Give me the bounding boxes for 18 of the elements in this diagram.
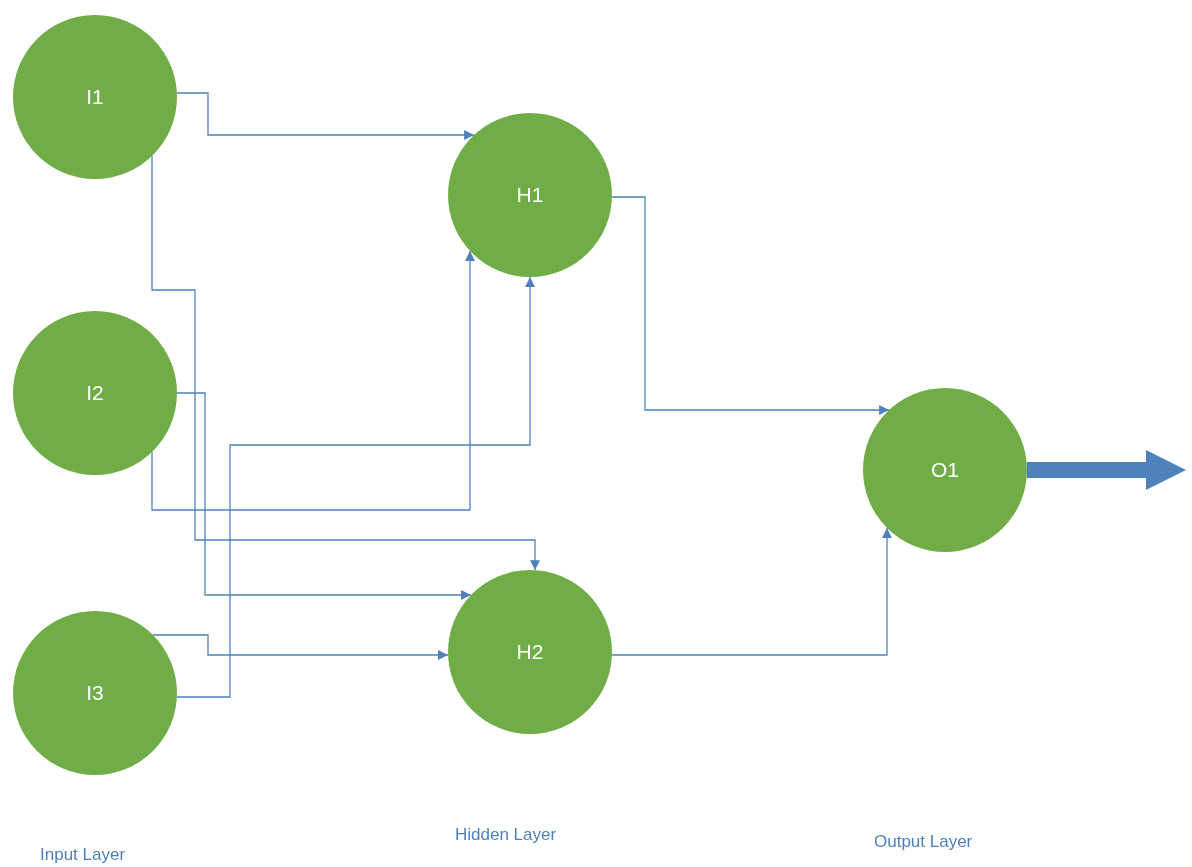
arrow (611, 196, 890, 415)
node-label: O1 (931, 458, 959, 482)
node-label: I3 (86, 681, 104, 705)
layer-label: Output Layer (874, 832, 973, 852)
arrow (152, 634, 449, 660)
arrow (151, 250, 475, 511)
arrow (176, 276, 535, 698)
node-label: H1 (516, 183, 544, 207)
arrow (176, 392, 472, 600)
node-label: I1 (86, 85, 104, 109)
node-label: I2 (86, 381, 104, 405)
layer-label: Input Layer (40, 845, 126, 865)
arrow (176, 92, 475, 140)
arrow (611, 527, 892, 656)
layer-label: Hidden Layer (455, 825, 557, 845)
output-arrow (1027, 450, 1186, 490)
arrow (151, 155, 540, 571)
node-label: H2 (516, 640, 544, 664)
